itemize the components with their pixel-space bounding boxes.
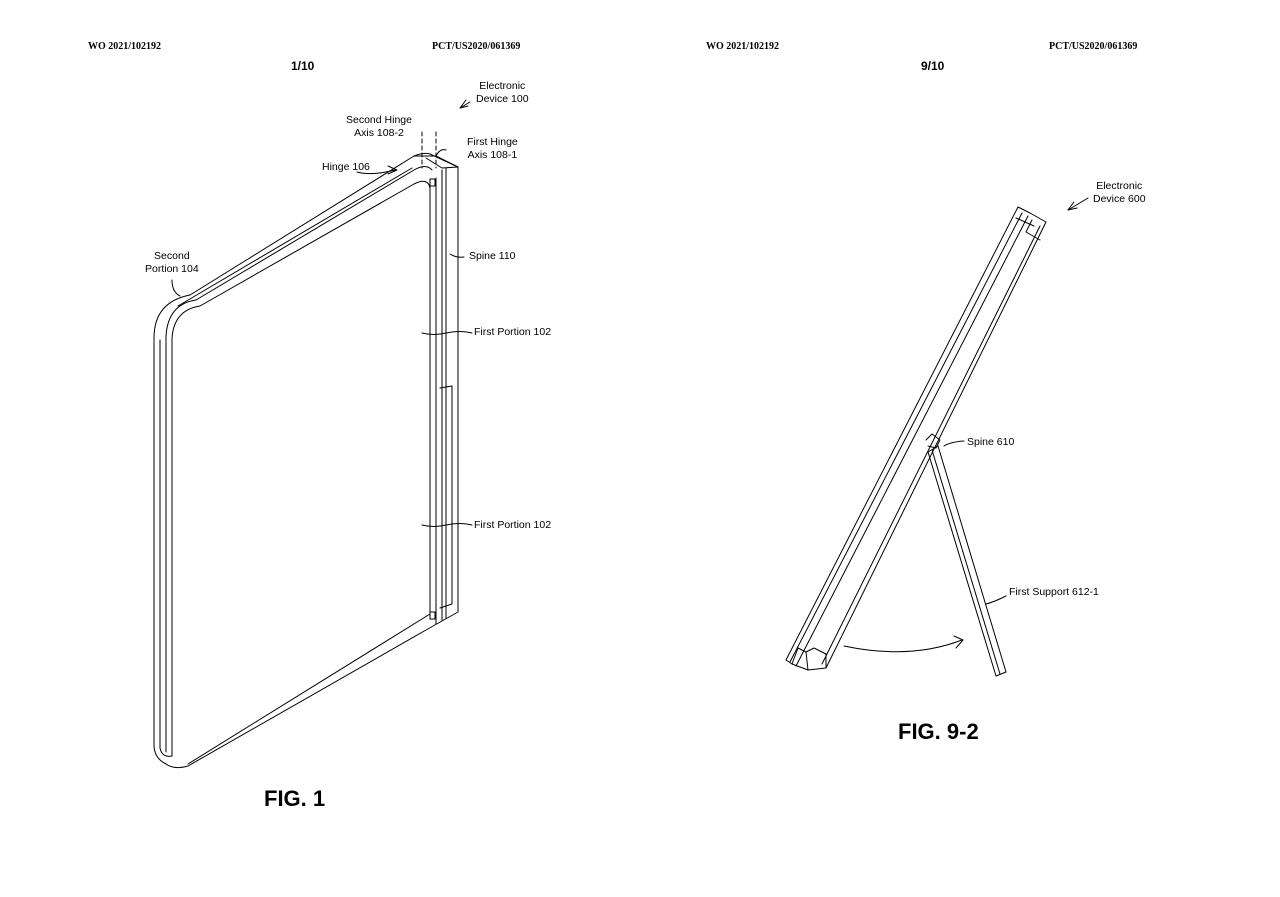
label-line: Electronic xyxy=(479,80,526,92)
publication-number: WO 2021/102192 xyxy=(706,41,780,52)
label-first-hinge-axis: First Hinge Axis 108-1 xyxy=(467,136,518,162)
label-line: Axis 108-2 xyxy=(354,127,404,139)
label-spine: Spine 110 xyxy=(469,250,516,262)
label-line: Portion 104 xyxy=(145,263,199,275)
label-line: First Hinge xyxy=(467,136,518,148)
fig1-device-body xyxy=(153,152,459,769)
sheet-number: 9/10 xyxy=(921,59,945,73)
label-second-portion: Second Portion 104 xyxy=(145,250,199,276)
sheet-number: 1/10 xyxy=(291,59,315,73)
label-first-support: First Support 612-1 xyxy=(1009,586,1099,598)
label-first-portion: First Portion 102 xyxy=(474,519,552,531)
application-number: PCT/US2020/061369 xyxy=(432,41,521,52)
figure-label: FIG. 1 xyxy=(264,786,326,811)
label-second-hinge-axis: Second Hinge Axis 108-2 xyxy=(346,114,412,140)
label-line: Second Hinge xyxy=(346,114,412,126)
label-electronic-device-100: Electronic Device 100 xyxy=(476,80,529,106)
label-hinge: Hinge 106 xyxy=(322,161,370,173)
label-line: Device 100 xyxy=(476,93,529,105)
label-first-portion: First Portion 102 xyxy=(474,326,552,338)
label-line: Device 600 xyxy=(1093,193,1146,205)
label-line: Second xyxy=(154,250,190,262)
fig9-2-device-body xyxy=(785,206,1047,677)
label-line: Axis 108-1 xyxy=(467,149,518,161)
label-spine: Spine 610 xyxy=(967,436,1015,448)
application-number: PCT/US2020/061369 xyxy=(1049,41,1138,52)
label-line: Electronic xyxy=(1096,180,1143,192)
publication-number: WO 2021/102192 xyxy=(88,41,162,52)
label-electronic-device-600: Electronic Device 600 xyxy=(1093,180,1146,206)
figure-label: FIG. 9-2 xyxy=(898,719,979,744)
